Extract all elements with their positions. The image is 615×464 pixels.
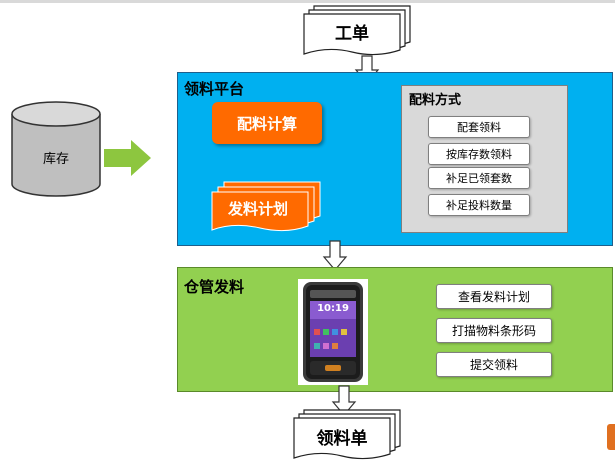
work-order-doc-icon — [303, 5, 411, 56]
scan-barcode-button[interactable]: 打描物料条形码 — [436, 318, 552, 343]
corner-decoration — [607, 424, 615, 450]
material-calculation-button[interactable]: 配料计算 — [212, 102, 322, 144]
material-method-title: 配料方式 — [409, 93, 462, 108]
top-rule — [0, 0, 615, 3]
view-issuing-plan-button[interactable]: 查看发料计划 — [436, 284, 552, 309]
inventory-database-icon — [11, 101, 101, 197]
method-fill-quantity-button[interactable]: 补足投料数量 — [428, 194, 530, 216]
inventory-label: 库存 — [42, 152, 69, 167]
right-arrow-icon — [104, 140, 151, 176]
submit-requisition-button[interactable]: 提交领料 — [436, 352, 552, 377]
requisition-doc-icon — [293, 409, 401, 460]
requisition-doc-label: 领料单 — [316, 428, 368, 449]
down-arrow-icon — [331, 385, 357, 416]
down-arrow-icon — [322, 240, 348, 271]
method-fill-kits-button[interactable]: 补足已领套数 — [428, 167, 530, 189]
issuing-plan-doc-icon — [211, 181, 321, 232]
method-kit-requisition-button[interactable]: 配套领料 — [428, 116, 530, 138]
method-by-stock-button[interactable]: 按库存数领料 — [428, 143, 530, 165]
issuing-plan-label: 发料计划 — [227, 199, 288, 218]
warehouse-issue-title: 仓管发料 — [184, 278, 245, 296]
work-order-label: 工单 — [335, 23, 369, 44]
device-time: 10:19 — [317, 303, 349, 314]
requisition-platform-title: 领料平台 — [184, 80, 245, 98]
handheld-scanner-icon — [298, 279, 368, 385]
